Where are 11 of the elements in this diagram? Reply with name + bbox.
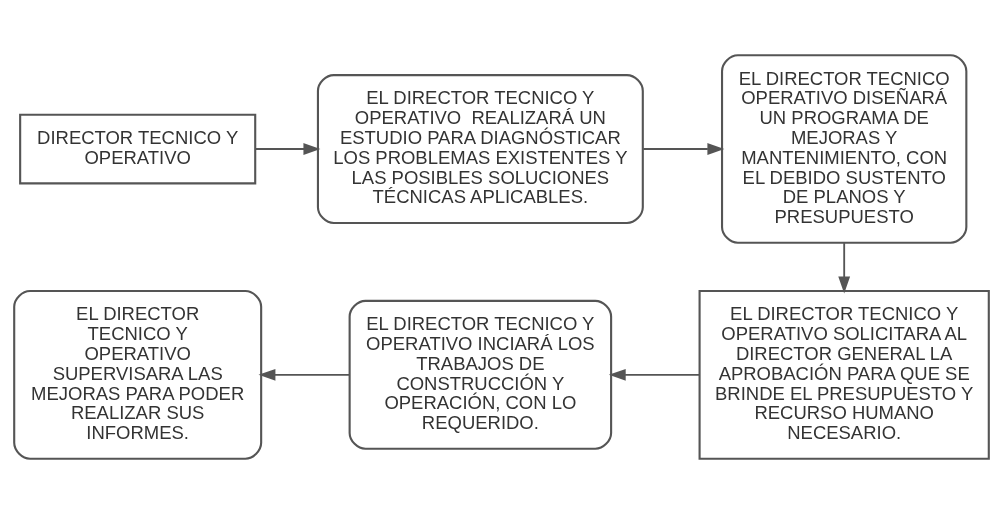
arrow xyxy=(608,368,701,381)
node-box: EL DIRECTOR TECNICO Y OPERATIVO REALIZARÁ UN ESTUDIO PARA DIAGNÓSTICAR LOS PROBLEMAS EXISTENTES Y LAS POSIBLES SOLUCIONES TÉCNICAS APLICABLES. xyxy=(316,74,644,225)
arrow xyxy=(258,368,351,381)
node-box: EL DIRECTOR TECNICO Y OPERATIVO SOLICITARA AL DIRECTOR GENERAL LA APROBACIÓN PARA QUE SE BRINDE EL PRESUPUESTO Y RECURSO HUMANO NECESARIO. xyxy=(698,289,990,460)
node-box: EL DIRECTOR TECNICO Y OPERATIVO SUPERVISARA LAS MEJORAS PARA PODER REALIZAR SUS INFORMES. xyxy=(13,289,263,460)
arrow xyxy=(642,143,725,155)
arrow xyxy=(838,242,851,294)
arrow xyxy=(254,143,321,155)
node-box: EL DIRECTOR TECNICO OPERATIVO DISEÑARÁ UN PROGRAMA DE MEJORAS Y MANTENIMIENTO, CON EL DEBIDO SUSTENTO DE PLANOS Y PRESUPUESTO xyxy=(721,54,968,244)
node-box: EL DIRECTOR TECNICO Y OPERATIVO INCIARÁ LOS TRABAJOS DE CONSTRUCCIÓN Y OPERACIÓN, CON LO REQUERIDO. xyxy=(348,299,613,450)
node-box: DIRECTOR TECNICO Y OPERATIVO xyxy=(19,113,257,185)
